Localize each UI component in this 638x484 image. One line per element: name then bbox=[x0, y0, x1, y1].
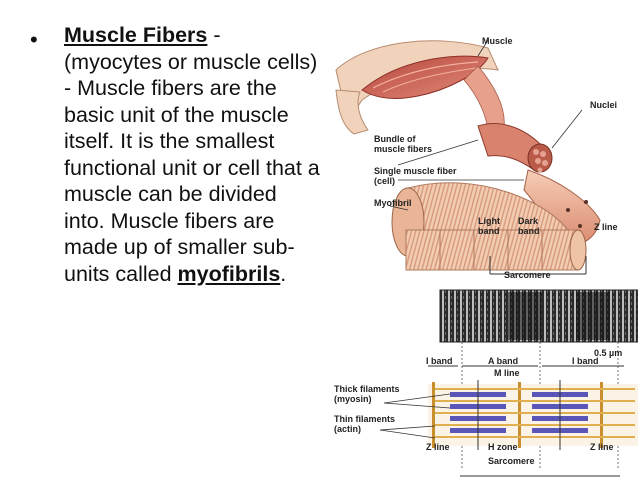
label-dark-band-line1: Dark bbox=[518, 216, 539, 226]
keyword-myofibrils: myofibrils bbox=[177, 261, 281, 286]
pointer-lines bbox=[379, 39, 583, 439]
label-single-fiber-line2: (cell) bbox=[374, 176, 396, 186]
description-paragraph: Muscle Fibers - (myocytes or muscle cell… bbox=[64, 22, 320, 287]
label-i-band-right: I band bbox=[572, 356, 599, 366]
label-sarcomere-top: Sarcomere bbox=[504, 270, 551, 280]
arm-lower-shape bbox=[335, 89, 369, 135]
label-thick-filaments-line1: Thick filaments bbox=[334, 384, 400, 394]
muscle-structure-diagram: Muscle Nuclei Bundle of muscle fibers Si… bbox=[328, 30, 638, 479]
label-z-line-left: Z line bbox=[426, 442, 450, 452]
text-block: • Muscle Fibers - (myocytes or muscle ce… bbox=[30, 22, 320, 287]
myofibril-bands bbox=[439, 230, 543, 270]
label-a-band: A band bbox=[488, 356, 519, 366]
description-text: - (myocytes or muscle cells) - Muscle fi… bbox=[64, 23, 320, 286]
label-thin-filaments-line1: Thin filaments bbox=[334, 414, 396, 424]
sarcomere-bracket-top bbox=[489, 256, 587, 275]
label-m-line: M line bbox=[494, 368, 520, 378]
bullet-marker: • bbox=[30, 27, 38, 52]
label-muscle: Muscle bbox=[482, 36, 513, 46]
label-sarcomere-bottom: Sarcomere bbox=[488, 456, 535, 466]
label-thick-filaments-line2: (myosin) bbox=[334, 394, 372, 404]
label-myofibril: Myofibril bbox=[374, 198, 412, 208]
label-z-line-right: Z line bbox=[590, 442, 614, 452]
term-muscle-fibers: Muscle Fibers bbox=[64, 23, 208, 47]
label-scale: 0.5 µm bbox=[594, 348, 623, 358]
label-z-line-top: Z line bbox=[594, 222, 618, 232]
m-line bbox=[477, 380, 561, 450]
label-light-band-line2: band bbox=[478, 226, 500, 236]
label-single-fiber-line1: Single muscle fiber bbox=[374, 166, 457, 176]
label-dark-band-line2: band bbox=[518, 226, 540, 236]
description-end: . bbox=[280, 261, 287, 286]
label-nuclei: Nuclei bbox=[590, 100, 618, 110]
sarcomere-schematic bbox=[379, 39, 638, 477]
label-bundle-line1: Bundle of bbox=[374, 134, 416, 144]
label-i-band-left: I band bbox=[426, 356, 453, 366]
label-light-band-line1: Light bbox=[478, 216, 500, 226]
myofibril-segment bbox=[405, 229, 579, 271]
z-lines bbox=[432, 382, 603, 448]
label-bundle-line2: muscle fibers bbox=[374, 144, 433, 154]
band-brackets bbox=[428, 365, 624, 477]
label-thin-filaments-line2: (actin) bbox=[334, 424, 361, 434]
label-h-zone: H zone bbox=[488, 442, 518, 452]
muscle-diagram-svg bbox=[335, 39, 638, 477]
thin-filaments bbox=[435, 388, 635, 438]
